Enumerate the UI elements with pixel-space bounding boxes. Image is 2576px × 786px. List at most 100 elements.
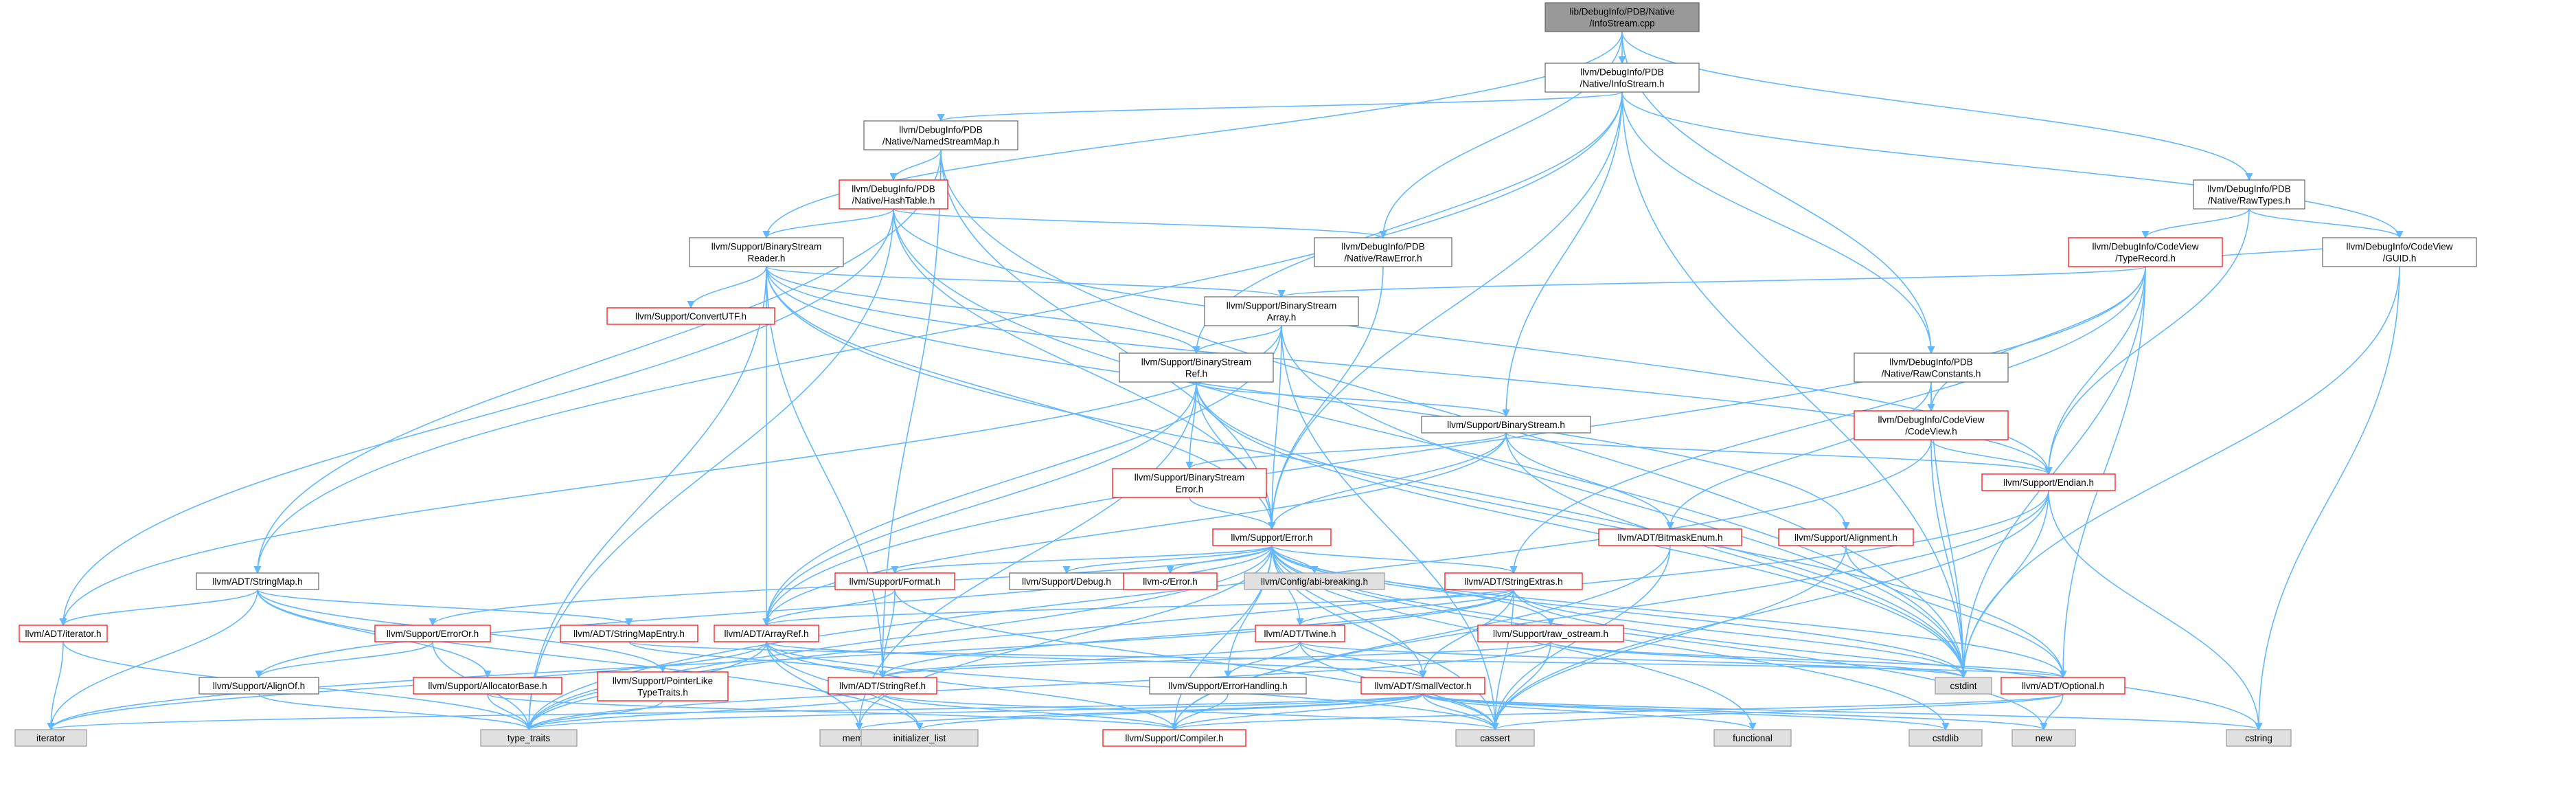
edge-rawconstants-to-bitmaskenum [1666,381,1932,530]
edge-hashtable-to-cstdint [893,208,1968,679]
node-cerror[interactable]: llvm-c/Error.h [1123,572,1218,590]
edge-error-to-cstdint [1271,545,1968,679]
node-bitmaskenum[interactable]: llvm/ADT/BitmaskEnum.h [1598,528,1742,546]
edge-binarystream-to-arrayref [762,432,1507,627]
node-box [2001,677,2125,695]
edge-smallvector-to-initlist [915,693,1424,731]
edge-binarystream-to-bserror [1185,432,1507,470]
node-label: /Native/HashTable.h [852,196,935,206]
node-error[interactable]: llvm/Support/Error.h [1212,528,1332,546]
node-rawostream[interactable]: llvm/Support/raw_ostream.h [1477,625,1624,642]
node-alignof[interactable]: llvm/Support/AlignOf.h [198,677,319,695]
edge-arrayref-to-memory [766,641,863,731]
edge-pointerlike-to-typetraits [525,700,663,731]
node-label: llvm/ADT/ArrayRef.h [724,629,808,639]
node-rawconstants[interactable]: llvm/DebugInfo/PDB/Native/RawConstants.h [1854,352,2009,383]
node-erroror[interactable]: llvm/Support/ErrorOr.h [374,625,491,642]
node-label: functional [1733,733,1773,743]
edge-allocatorbase-to-compiler [487,693,1178,731]
edge-bsref-to-error [1196,381,1276,530]
node-stringref[interactable]: llvm/ADT/StringRef.h [828,677,937,695]
node-label: llvm/Support/ConvertUTF.h [635,311,746,322]
edge-error-to-stringextras [1271,545,1518,574]
node-box [374,625,491,642]
node-format[interactable]: llvm/Support/Format.h [834,572,955,590]
node-box [1598,528,1742,546]
node-label: llvm/Support/Debug.h [1022,576,1111,587]
node-box [597,671,729,701]
node-label: llvm/DebugInfo/PDB [1889,357,1973,368]
edge-arrayref-to-compiler [766,641,1178,731]
edge-endian-to-cassert [1491,490,2049,731]
node-root[interactable]: lib/DebugInfo/PDB/Native/InfoStream.cpp [1545,2,1700,32]
edge-iterator-to-iteratorstd [47,641,64,731]
node-label: llvm/DebugInfo/CodeView [2092,242,2198,252]
node-typerecord[interactable]: llvm/DebugInfo/CodeView/TypeRecord.h [2068,237,2223,267]
node-errorhandling[interactable]: llvm/Support/ErrorHandling.h [1149,677,1307,695]
edge-bsarray-to-bsref [1192,325,1282,355]
node-label: cassert [1480,733,1510,743]
node-label: type_traits [508,733,551,743]
node-label: llvm/Support/PointerLike [613,676,713,686]
node-box [1713,729,1792,747]
edge-bsreader-to-stringref [766,266,887,679]
node-stringextras[interactable]: llvm/ADT/StringExtras.h [1444,572,1583,590]
node-convertutf[interactable]: llvm/Support/ConvertUTF.h [606,307,775,325]
node-box [1314,237,1452,267]
node-binarystream[interactable]: llvm/Support/BinaryStream.h [1421,416,1591,434]
edge-root-to-rawtypes [1621,31,2253,181]
edge-smallvector-to-functional [1422,693,1757,731]
node-box [480,729,578,747]
edge-rawostream-to-optional [1550,641,2067,679]
edge-smallvector-to-cstdlib [1422,693,1950,731]
node-twine[interactable]: llvm/ADT/Twine.h [1255,625,1345,642]
node-optional[interactable]: llvm/ADT/Optional.h [2001,677,2125,695]
node-compiler[interactable]: llvm/Support/Compiler.h [1102,729,1246,747]
node-label: new [2036,733,2053,743]
node-rawtypes[interactable]: llvm/DebugInfo/PDB/Native/RawTypes.h [2193,179,2305,210]
node-label: lib/DebugInfo/PDB/Native [1569,7,1674,17]
node-infostream[interactable]: llvm/DebugInfo/PDB/Native/InfoStream.h [1545,63,1700,93]
node-hashtable[interactable]: llvm/DebugInfo/PDB/Native/HashTable.h [839,179,948,210]
node-new: new [2011,729,2076,747]
node-stringmapentry[interactable]: llvm/ADT/StringMapEntry.h [560,625,698,642]
node-allocatorbase[interactable]: llvm/Support/AllocatorBase.h [413,677,562,695]
node-label: Error.h [1176,484,1204,495]
node-box [1244,572,1385,590]
node-box [863,120,1018,150]
node-box [2226,729,2292,747]
edge-bsref-to-memory [855,381,1197,731]
node-guid[interactable]: llvm/DebugInfo/CodeView/GUID.h [2322,237,2477,267]
edge-rawtypes-to-guid [2248,208,2404,239]
node-arrayref[interactable]: llvm/ADT/ArrayRef.h [714,625,819,642]
node-label: llvm/Support/raw_ostream.h [1493,629,1608,639]
edge-smallvector-to-typetraits [525,693,1424,731]
node-box [198,677,319,695]
node-smallvector[interactable]: llvm/ADT/SmallVector.h [1360,677,1485,695]
node-debug[interactable]: llvm/Support/Debug.h [1009,572,1124,590]
node-box [1778,528,1914,546]
node-box [1935,677,1992,695]
edge-optional-to-new [2040,693,2064,731]
node-label: /TypeRecord.h [2115,254,2176,264]
node-endian[interactable]: llvm/Support/Endian.h [1981,473,2116,491]
node-codeview[interactable]: llvm/DebugInfo/CodeView/CodeView.h [1854,410,2009,440]
node-label: llvm/DebugInfo/CodeView [1878,415,1984,425]
node-iterator[interactable]: llvm/ADT/iterator.h [19,625,108,642]
node-alignment[interactable]: llvm/Support/Alignment.h [1778,528,1914,546]
edge-error-to-new [1271,545,2048,731]
node-stringmap[interactable]: llvm/ADT/StringMap.h [196,572,319,590]
node-namedstreammap[interactable]: llvm/DebugInfo/PDB/Native/NamedStreamMap… [863,120,1018,150]
node-box [860,729,979,747]
edge-format-to-cassert [894,589,1499,731]
header-nodes: lib/DebugInfo/PDB/Native/InfoStream.cppl… [14,2,2477,747]
edge-bsref-to-arrayref [762,381,1197,627]
node-rawerror[interactable]: llvm/DebugInfo/PDB/Native/RawError.h [1314,237,1452,267]
node-box [1102,729,1246,747]
node-label: cstring [2245,733,2272,743]
